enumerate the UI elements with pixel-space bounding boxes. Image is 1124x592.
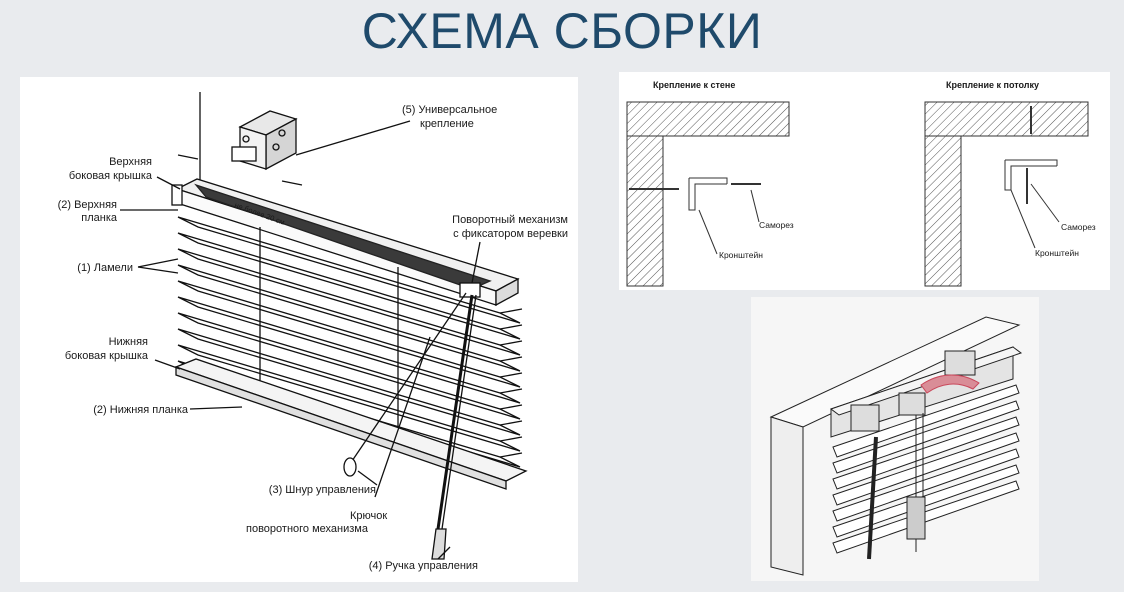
mounting-diagram: Крепление к стене Крепление к потолку Са… [619,72,1110,290]
label-control-cord: (3) Шнур управления [269,484,376,496]
wall-mount-title: Крепление к стене [653,80,735,90]
label-universal-mount-2: крепление [420,118,474,130]
install-direction-arrow [920,374,980,394]
installed-blinds-illustration [751,297,1039,581]
label-tilt-mechanism-1: Поворотный механизм [452,214,568,226]
bracket-3d [850,404,880,432]
wall-bracket-label: Кронштейн [719,250,763,260]
wall-mount-scheme [626,101,790,287]
label-bottom-cap-2: боковая крышка [65,350,149,362]
bracket-3d-right [944,350,976,376]
assembly-diagram: не более 20 см (5) Универсальное креплен… [20,77,578,582]
dimension-arrow-right [281,180,303,186]
universal-mount-bracket [231,110,298,171]
label-bottom-cap-1: Нижняя [109,336,148,348]
installed-blinds-drawing [769,316,1023,576]
page-title: СХЕМА СБОРКИ [361,3,763,59]
label-top-cap-2: боковая крышка [69,170,153,182]
label-universal-mount-1: (5) Универсальное [402,104,497,116]
ceiling-mount-scheme [924,101,1089,287]
label-slats: (1) Ламели [77,262,133,274]
ceiling-mount-title: Крепление к потолку [946,80,1039,90]
label-control-wand: (4) Ручка управления [369,560,478,572]
dimension-arrow-left [177,154,199,160]
cord-tassel [343,457,357,477]
label-hook-2: поворотного механизма [246,523,369,535]
mounting-drawing: Крепление к стене Крепление к потолку Са… [626,80,1096,287]
assembly-drawing: не более 20 см (5) Универсальное креплен… [58,92,568,572]
tilt-wand-3d [906,496,926,540]
wall-screw-label: Саморез [759,220,794,230]
label-tilt-mechanism-2: с фиксатором веревки [453,228,568,240]
label-bottom-rail: (2) Нижняя планка [93,404,189,416]
ceiling-screw-label: Саморез [1061,222,1096,232]
label-top-rail-2: планка [81,212,118,224]
top-side-cap [171,184,183,206]
headrail [175,178,520,307]
ceiling-bracket-label: Кронштейн [1035,248,1079,258]
bottom-rail [174,358,528,490]
label-top-rail-1: (2) Верхняя [58,199,117,211]
control-wand [436,294,474,530]
label-hook-1: Крючок [350,510,387,522]
window-frame-side [770,416,804,576]
label-top-cap-1: Верхняя [109,156,152,168]
wand-handle [431,528,447,560]
control-cord [351,292,467,462]
slats-3d [832,384,1020,554]
tilt-mechanism [459,282,481,298]
